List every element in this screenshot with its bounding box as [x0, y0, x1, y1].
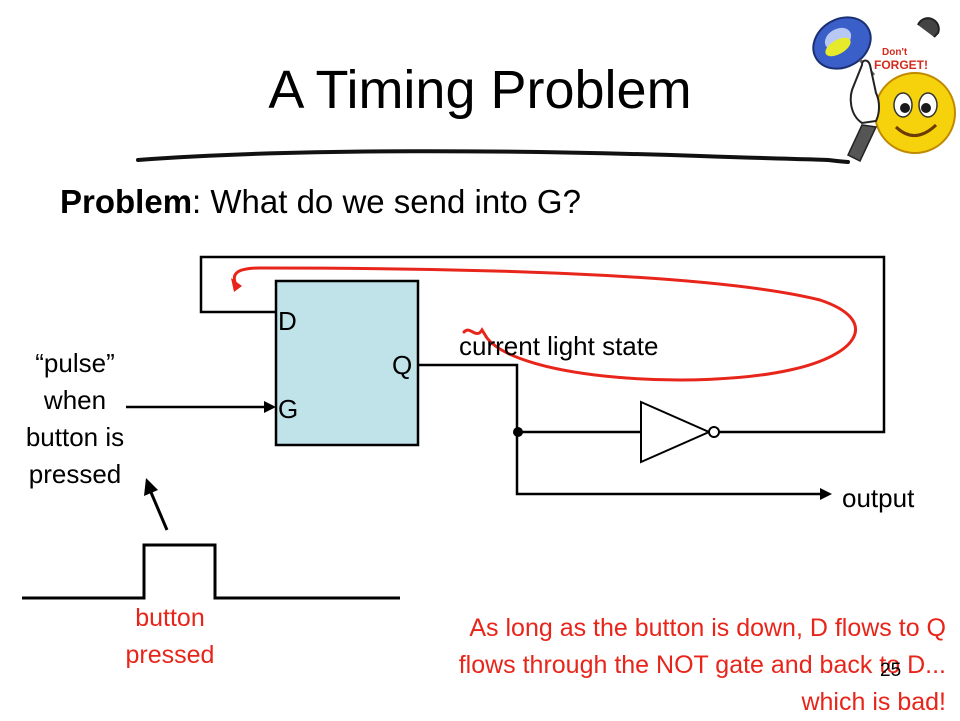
- output-arrowhead: [820, 488, 832, 500]
- annotation-note: As long as the button is down, D flows t…: [306, 610, 946, 721]
- not-gate: [640, 400, 712, 464]
- problem-label: Problem: [60, 183, 193, 220]
- slide-title: A Timing Problem: [268, 60, 692, 120]
- note-line: which is bad!: [801, 688, 946, 716]
- latch-q-label: Q: [392, 350, 413, 380]
- state-label: current light state: [459, 331, 659, 361]
- note-line: flows through the NOT gate and back to D…: [458, 651, 946, 679]
- latch-box: [274, 279, 420, 447]
- pointing-hand-icon: [847, 59, 880, 163]
- input-label: “pulse” when button is pressed: [0, 345, 150, 493]
- feedback-wire: [418, 363, 519, 432]
- input-label-line: “pulse”: [35, 348, 115, 378]
- note-line: As long as the button is down, D flows t…: [469, 614, 946, 642]
- output-wire: [515, 432, 826, 496]
- push-pin-icon: [812, 16, 876, 77]
- problem-text: : What do we send into G?: [192, 183, 581, 220]
- pulse-waveform: [22, 543, 400, 600]
- smiley-face-icon: [874, 72, 956, 154]
- input-label-line: pressed: [28, 459, 122, 489]
- paper-curl-icon: [917, 17, 940, 38]
- g-input-arrowhead: [264, 401, 276, 413]
- pulse-pointer-arrow: [148, 489, 169, 531]
- not-gate-bubble: [708, 426, 720, 438]
- waveform-label: button pressed: [100, 600, 240, 674]
- input-label-line: button is: [25, 422, 125, 452]
- input-label-line: when: [43, 385, 107, 415]
- waveform-label-line: button: [135, 604, 205, 632]
- dont-forget-sticker: Don't FORGET!: [812, 16, 956, 163]
- sticker-text-line2: FORGET!: [874, 58, 928, 72]
- latch-d-label: D: [278, 306, 297, 336]
- red-annotation-loop: [232, 266, 857, 382]
- sticker-text-line1: Don't: [882, 47, 908, 58]
- page-number: 25: [880, 660, 902, 681]
- waveform-label-line: pressed: [125, 641, 215, 669]
- not-output-wire: [199, 255, 886, 434]
- red-arrowhead: [231, 278, 242, 292]
- problem-statement: Problem: What do we send into G?: [60, 182, 581, 222]
- output-label: output: [842, 483, 915, 513]
- latch-g-label: G: [278, 394, 299, 424]
- title-underline: [136, 149, 850, 164]
